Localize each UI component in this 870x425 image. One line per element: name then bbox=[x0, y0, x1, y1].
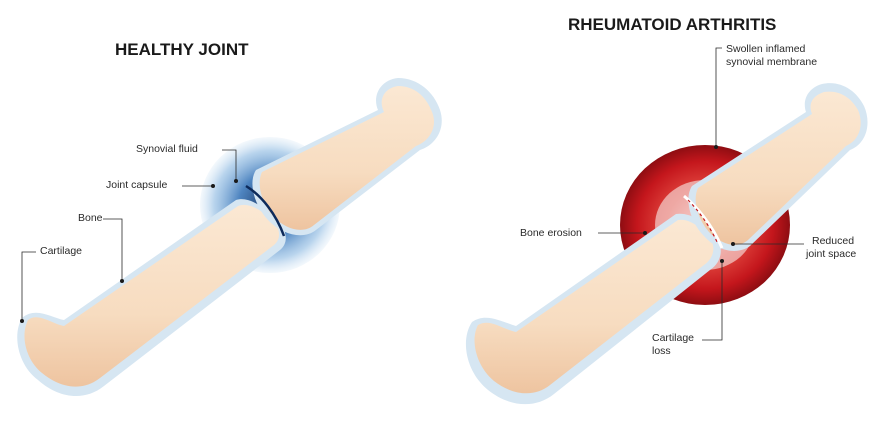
healthy-joint-panel: HEALTHY JOINT Synovial fluid Joint capsu… bbox=[17, 40, 442, 396]
ra-lower-bone bbox=[466, 214, 721, 404]
label-swollen-line2: synovial membrane bbox=[726, 56, 817, 68]
label-cartilage-loss-line2: loss bbox=[652, 345, 671, 357]
ra-joint-panel: RHEUMATOID ARTHRITIS Swollen inflamed sy… bbox=[466, 15, 868, 404]
label-cartilage: Cartilage bbox=[40, 245, 82, 257]
label-bone: Bone bbox=[78, 212, 103, 224]
label-reduced-line2: joint space bbox=[805, 248, 856, 260]
label-joint-capsule: Joint capsule bbox=[106, 179, 167, 191]
label-synovial-fluid: Synovial fluid bbox=[136, 143, 198, 155]
label-swollen-line1: Swollen inflamed bbox=[726, 43, 806, 55]
label-bone-erosion: Bone erosion bbox=[520, 227, 582, 239]
healthy-joint-title: HEALTHY JOINT bbox=[115, 40, 249, 59]
ra-title: RHEUMATOID ARTHRITIS bbox=[568, 15, 776, 34]
label-cartilage-loss-line1: Cartilage bbox=[652, 332, 694, 344]
label-reduced-line1: Reduced bbox=[812, 235, 854, 247]
healthy-lower-bone bbox=[17, 199, 286, 396]
